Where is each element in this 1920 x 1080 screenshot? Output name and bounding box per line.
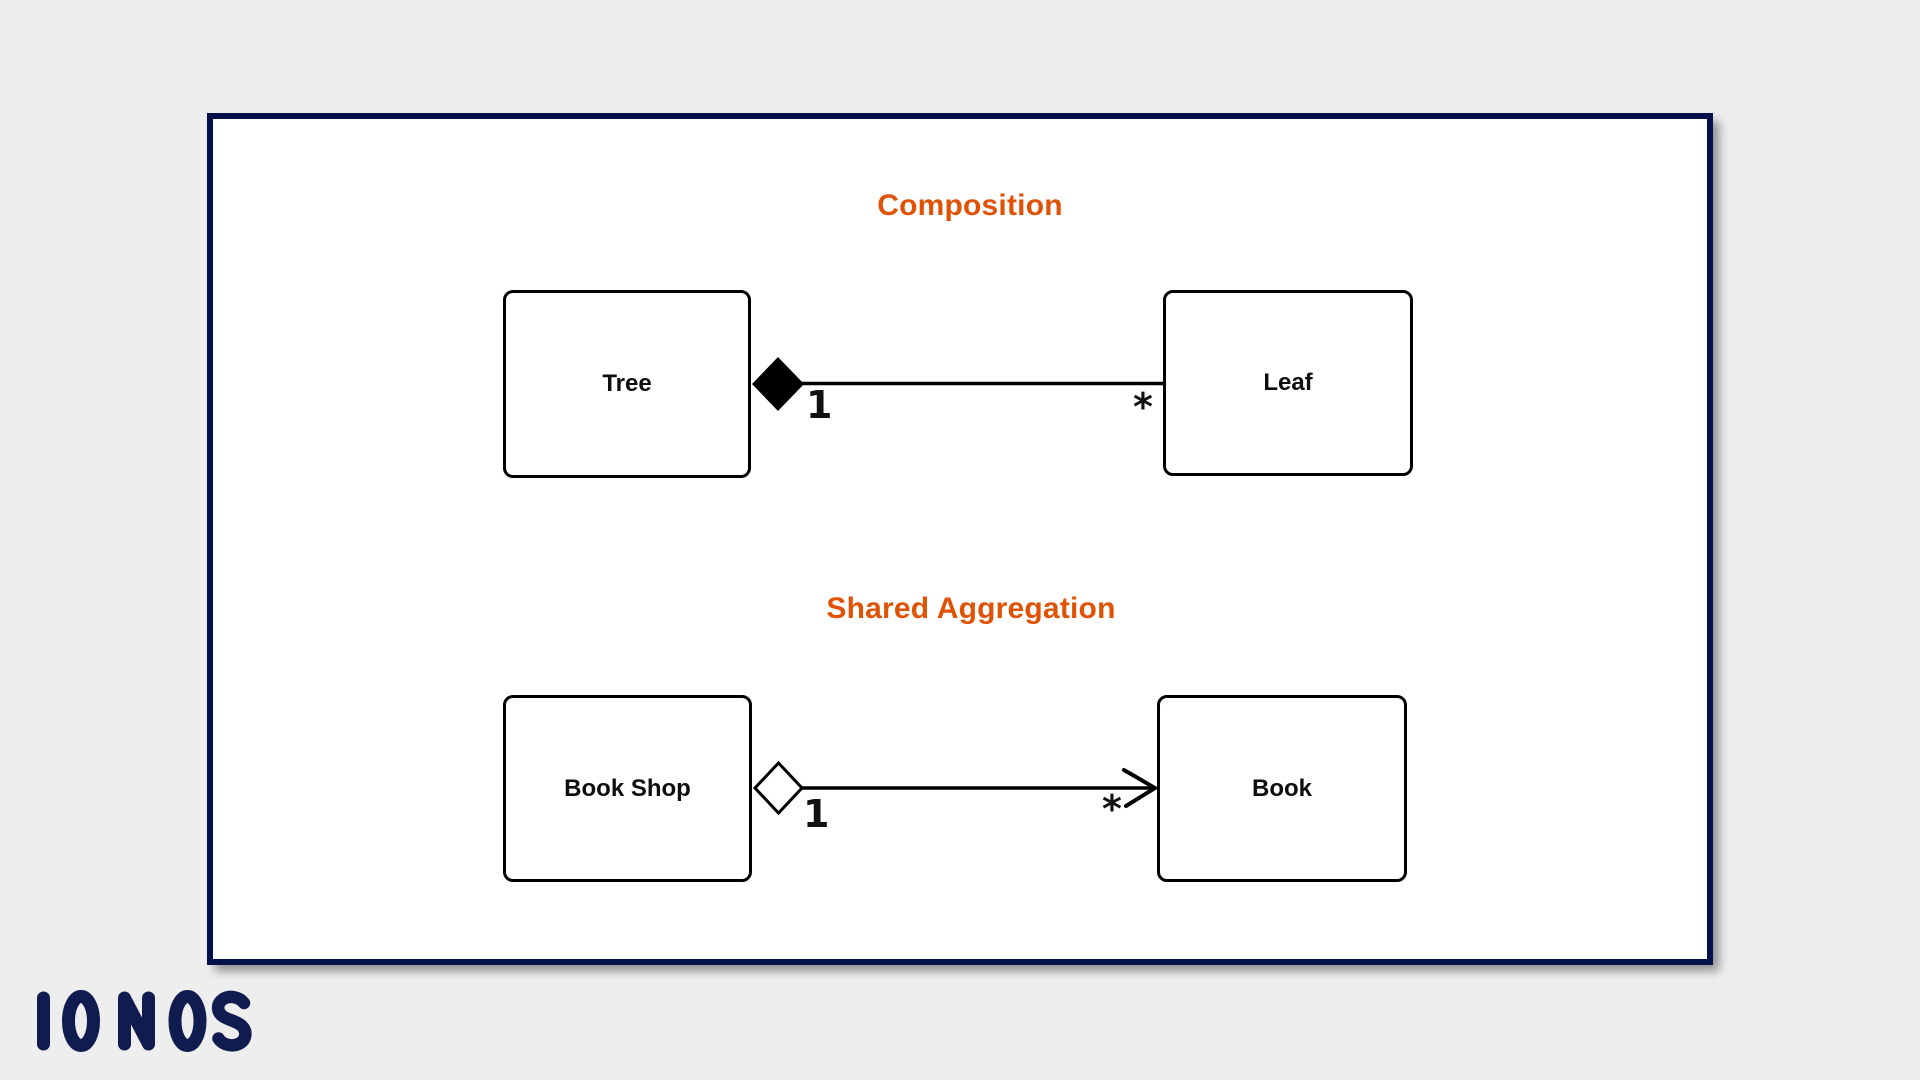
uml-class-leaf-label: Leaf: [1263, 369, 1313, 396]
uml-class-book-shop-label: Book Shop: [564, 774, 691, 802]
uml-class-tree-label: Tree: [602, 370, 652, 397]
uml-class-book-label: Book: [1252, 774, 1312, 802]
logo-letter-n: [118, 991, 155, 1051]
ionos-logo: [37, 990, 252, 1052]
ionos-logo-letters: [37, 990, 252, 1052]
uml-class-tree: Tree: [503, 290, 751, 478]
section-title-shared-aggregation: Shared Aggregation: [826, 592, 1116, 625]
uml-class-leaf: Leaf: [1163, 290, 1413, 476]
section-title-composition: Composition: [877, 189, 1063, 222]
logo-letter-o1: [62, 990, 100, 1052]
logo-letter-s: [211, 990, 252, 1052]
logo-letter-o2: [168, 990, 207, 1052]
diagram-panel: [207, 113, 1713, 965]
uml-class-book-shop: Book Shop: [503, 695, 752, 882]
uml-class-book: Book: [1157, 695, 1407, 882]
ionos-logo-text: IONOS: [0, 0, 1, 1]
